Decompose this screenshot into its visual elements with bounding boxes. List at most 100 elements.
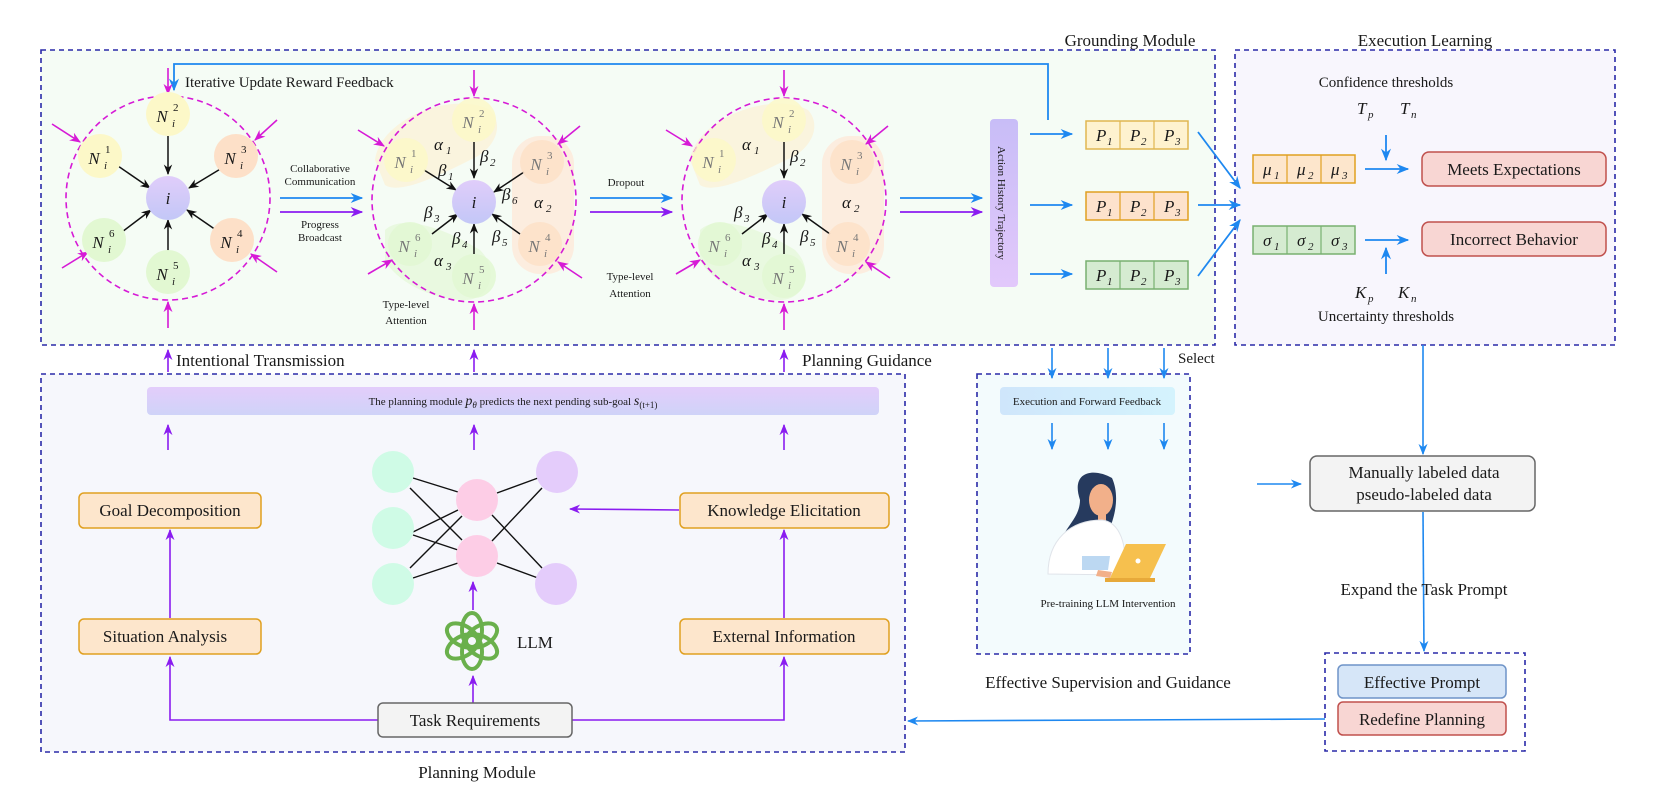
svg-text:i: i bbox=[724, 248, 727, 260]
redefine-planning-label: Redefine Planning bbox=[1359, 710, 1486, 729]
labeled-data-line2: pseudo-labeled data bbox=[1356, 485, 1492, 504]
broadcast-label: Broadcast bbox=[298, 232, 342, 244]
svg-text:β: β bbox=[501, 185, 511, 204]
edge bbox=[121, 209, 152, 233]
svg-text:1: 1 bbox=[1107, 276, 1113, 288]
svg-text:1: 1 bbox=[1107, 207, 1113, 219]
center-node-label: i bbox=[472, 193, 477, 212]
goal-decomposition-box bbox=[78, 492, 262, 529]
prompt-to-planning-arrow bbox=[906, 716, 1326, 726]
svg-text:3: 3 bbox=[1174, 207, 1181, 219]
converge-arrow bbox=[1197, 218, 1241, 277]
svg-text:4: 4 bbox=[772, 239, 778, 251]
task-to-situation-line bbox=[165, 655, 378, 721]
svg-text:P: P bbox=[1129, 197, 1140, 216]
svg-text:N: N bbox=[397, 237, 411, 256]
center-node-label: i bbox=[782, 193, 787, 212]
magenta-input-arrow bbox=[557, 261, 583, 279]
svg-text:1: 1 bbox=[411, 148, 417, 160]
svg-text:2: 2 bbox=[546, 203, 552, 215]
graph-1-boundary bbox=[65, 95, 271, 301]
svg-text:T: T bbox=[1400, 99, 1411, 118]
graph-2-boundary bbox=[371, 97, 577, 303]
svg-text:N: N bbox=[155, 107, 169, 126]
center-node bbox=[146, 176, 190, 220]
svg-text:3: 3 bbox=[1174, 136, 1181, 148]
svg-text:2: 2 bbox=[1308, 241, 1314, 253]
meets-expectations-label: Meets Expectations bbox=[1447, 160, 1581, 179]
svg-text:2: 2 bbox=[789, 108, 795, 120]
edge bbox=[117, 165, 151, 189]
magenta-input-arrow bbox=[254, 119, 278, 141]
svg-text:1: 1 bbox=[1107, 136, 1113, 148]
center-node-label: i bbox=[166, 189, 171, 208]
svg-text:i: i bbox=[172, 118, 175, 130]
svg-text:3: 3 bbox=[857, 150, 863, 162]
converge-arrow bbox=[1197, 131, 1241, 190]
svg-text:3: 3 bbox=[433, 213, 440, 225]
nn-output-node bbox=[535, 563, 577, 605]
svg-text:5: 5 bbox=[173, 260, 179, 272]
svg-text:i: i bbox=[236, 244, 239, 256]
svg-text:N: N bbox=[771, 113, 785, 132]
svg-text:P: P bbox=[1129, 126, 1140, 145]
svg-text:β: β bbox=[733, 203, 743, 222]
svg-text:n: n bbox=[1411, 109, 1417, 121]
svg-text:1: 1 bbox=[1274, 241, 1280, 253]
svg-text:i: i bbox=[856, 166, 859, 178]
nn-hidden-node bbox=[456, 479, 498, 521]
task-requirements-box bbox=[377, 702, 573, 738]
communication-label: Communication bbox=[285, 176, 356, 188]
svg-text:K: K bbox=[1397, 283, 1411, 302]
meets-expectations-box bbox=[1421, 151, 1607, 187]
upward-purple-arrows bbox=[163, 348, 789, 372]
type-attention-label: Attention bbox=[385, 315, 427, 327]
svg-text:6: 6 bbox=[415, 232, 421, 244]
svg-text:P: P bbox=[1095, 266, 1106, 285]
svg-text:P: P bbox=[1163, 197, 1174, 216]
svg-text:2: 2 bbox=[800, 157, 806, 169]
edge bbox=[741, 213, 769, 235]
svg-text:N: N bbox=[155, 265, 169, 284]
intervention-label: Pre-training LLM Intervention bbox=[1040, 598, 1176, 610]
labeled-data-box bbox=[1309, 455, 1536, 512]
svg-text:i: i bbox=[788, 124, 791, 136]
nn-input-node bbox=[372, 563, 414, 605]
svg-text:i: i bbox=[172, 276, 175, 288]
svg-text:α: α bbox=[434, 251, 444, 270]
planning-banner-text: The planning module pθ predicts the next… bbox=[369, 394, 658, 410]
edge bbox=[801, 213, 831, 235]
svg-text:σ: σ bbox=[1297, 231, 1306, 250]
magenta-input-arrow bbox=[367, 259, 393, 275]
svg-text:N: N bbox=[835, 237, 849, 256]
magenta-input-arrow bbox=[357, 129, 385, 147]
edge bbox=[491, 213, 521, 235]
svg-text:i: i bbox=[718, 164, 721, 176]
collaborative-label: Collaborative bbox=[290, 163, 350, 175]
execution-learning-frame bbox=[1234, 49, 1616, 346]
center-node bbox=[452, 180, 496, 224]
external-information-box bbox=[679, 618, 890, 655]
svg-text:N: N bbox=[529, 155, 543, 174]
reward-feedback-label: Iterative Update Reward Feedback bbox=[185, 75, 394, 91]
